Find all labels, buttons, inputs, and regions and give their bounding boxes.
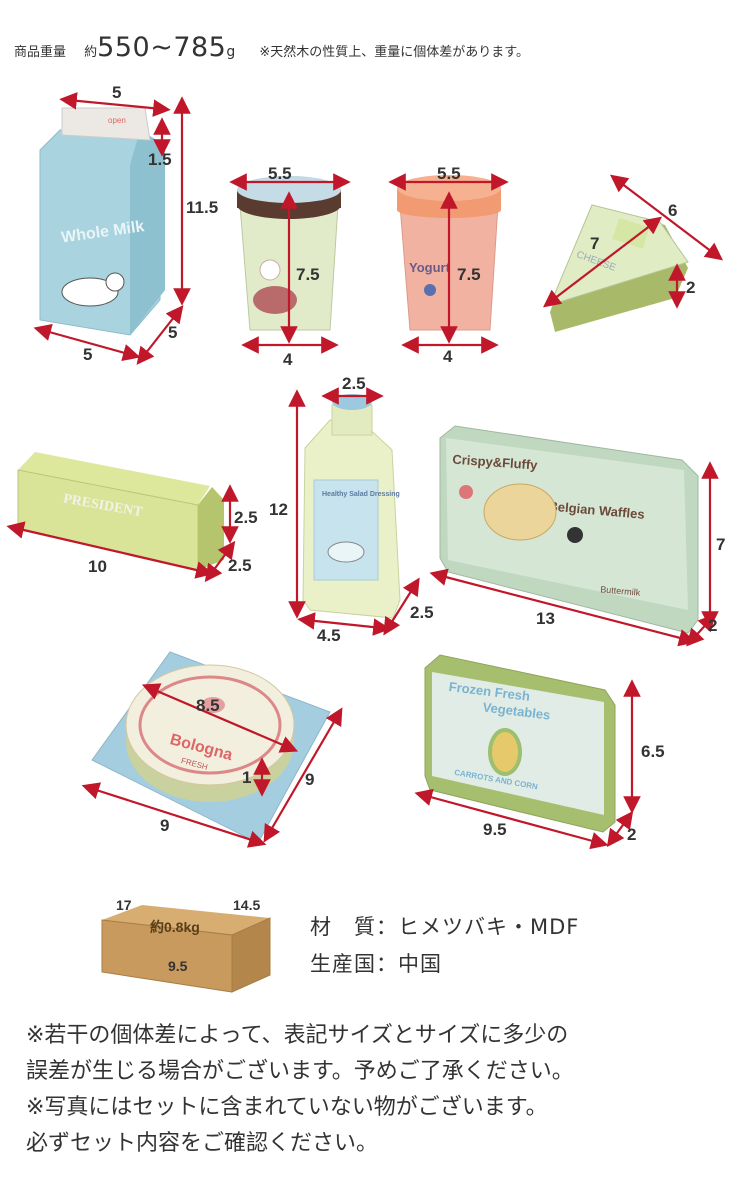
- butter-dim-depth: 2.5: [228, 556, 252, 575]
- box-dim-height: 9.5: [168, 958, 188, 974]
- notes-block: ※若干の個体差によって、表記サイズとサイズに多少の 誤差が生じる場合がございます…: [26, 1018, 574, 1162]
- waffle-dim-height: 7: [716, 535, 726, 554]
- note-line-4: 必ずセット内容をご確認ください。: [26, 1131, 379, 1156]
- dressing-dim-height: 12: [269, 500, 288, 519]
- waffle-dim-depth: 2: [708, 616, 718, 635]
- cheese-dim-length: 6: [668, 201, 678, 220]
- dressing-dim-depth: 2.5: [410, 603, 434, 622]
- weight-value: 550~785: [97, 32, 227, 63]
- yogurt-label: Yogurt: [409, 260, 451, 275]
- weight-header: 商品重量 約550~785g ※天然木の性質上、重量に個体差があります。: [14, 32, 529, 63]
- bologna-dim-diameter: 8.5: [196, 696, 220, 715]
- waffle-title: Crispy&Fluffy: [452, 452, 539, 473]
- cup2-dim-height: 7.5: [457, 265, 481, 284]
- waffle-dim-length: 13: [536, 609, 555, 628]
- box-dim-width: 14.5: [233, 897, 261, 913]
- cup1-dim-top: 5.5: [268, 164, 292, 183]
- milk-open-label: open: [108, 116, 126, 125]
- products-illustration: Whole Milk open Yogurt CHEESE PRESIDENT: [6, 92, 724, 993]
- weight-unit: g: [226, 44, 236, 60]
- bologna-plate: Bologna FRESH: [91, 651, 331, 844]
- box-illustration: [101, 905, 271, 993]
- cup1-dim-bottom: 4: [283, 350, 293, 369]
- bologna-dim-height: 1: [242, 768, 252, 787]
- dressing-label: Healthy Salad Dressing: [322, 491, 400, 498]
- waffle-tin: Crispy&Fluffy Belgian Waffles Buttermilk: [439, 425, 699, 634]
- spec-material-label: 材 質: [310, 915, 376, 939]
- box-weight: 約0.8kg: [150, 919, 200, 935]
- cup2-dim-top: 5.5: [437, 164, 461, 183]
- dressing-dim-cap: 2.5: [342, 374, 366, 393]
- plate-dim-side: 9: [305, 770, 315, 789]
- cheese-wedge: CHEESE: [549, 204, 689, 332]
- plate-dim-front: 9: [160, 816, 170, 835]
- note-line-3: ※写真にはセットに含まれていない物がございます。: [26, 1095, 548, 1120]
- spec-material: 材 質：ヒメツバキ・MDF: [310, 915, 580, 939]
- cheese-dim-side: 7: [590, 234, 600, 253]
- veg-dim-height: 6.5: [641, 742, 665, 761]
- note-line-2: 誤差が生じる場合がございます。予めご了承ください。: [26, 1059, 574, 1084]
- butter-dim-height: 2.5: [234, 508, 258, 527]
- weight-prefix: 約: [84, 45, 98, 60]
- note-line-1: ※若干の個体差によって、表記サイズとサイズに多少の: [26, 1023, 569, 1048]
- milk-dim-height: 11.5: [186, 198, 219, 217]
- cup2-dim-bottom: 4: [443, 347, 453, 366]
- milk-dim-cap: 1.5: [148, 150, 172, 169]
- dressing-dim-width: 4.5: [317, 626, 341, 645]
- spec-origin-label: 生産国: [310, 952, 376, 976]
- veg-dim-depth: 2: [627, 825, 637, 844]
- dimension-arrows: [6, 92, 724, 850]
- cheese-dim-height: 2: [686, 278, 696, 297]
- butter-dim-length: 10: [88, 557, 107, 576]
- cup1-dim-height: 7.5: [296, 265, 320, 284]
- veg-tin: Frozen Fresh Vegetables CARROTS AND CORN: [424, 654, 616, 833]
- veg-dim-length: 9.5: [483, 820, 507, 839]
- spec-origin: 生産国：中国: [310, 952, 442, 976]
- milk-dim-front: 5: [83, 345, 93, 364]
- spec-material-value: ヒメツバキ・MDF: [398, 915, 580, 939]
- weight-label: 商品重量: [14, 45, 67, 60]
- milk-carton: Whole Milk open: [39, 107, 165, 336]
- weight-note: ※天然木の性質上、重量に個体差があります。: [259, 45, 529, 60]
- spec-origin-value: 中国: [398, 952, 442, 976]
- milk-dim-width: 5: [112, 83, 122, 102]
- box-dim-length: 17: [116, 897, 132, 913]
- dressing-bottle: Healthy Salad Dressing: [302, 394, 401, 619]
- milk-dim-depth: 5: [168, 323, 178, 342]
